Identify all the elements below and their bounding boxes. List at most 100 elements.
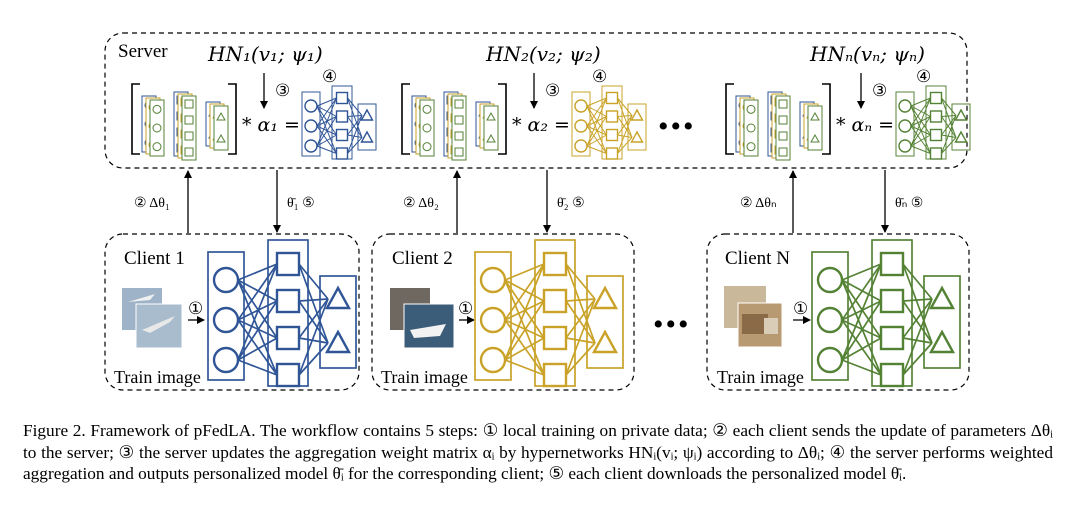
download-label-n: θ̄ₙ ⑤ xyxy=(895,196,924,211)
server-client-models-stack-1-node xyxy=(184,147,194,157)
step-4-marker-2: ④ xyxy=(592,67,608,86)
server-client-models-stack-2-layer-card xyxy=(451,95,467,161)
server-aggregated-network-n-edge xyxy=(910,145,931,154)
client-2-network-edge xyxy=(565,263,596,300)
figure-caption-text: Framework of pFedLA. The workflow contai… xyxy=(23,421,1053,483)
client-n-network-output-node xyxy=(928,329,956,354)
server-aggregated-network-n-hidden-node xyxy=(929,91,943,105)
server-aggregated-network-1-output-node xyxy=(360,108,374,121)
server-client-models-stack-1-node xyxy=(152,142,162,152)
server-aggregated-network-n-hidden-node xyxy=(929,110,943,123)
server-aggregated-network-1-edge xyxy=(347,115,363,154)
client-1-network-layer1-frame xyxy=(207,251,245,381)
client-2-network-hidden-node xyxy=(542,251,568,277)
hypernetwork-1-label: HN₁(v₁; ψ₁) xyxy=(208,42,323,66)
server-aggregated-network-1-edge xyxy=(347,137,363,154)
client-n-network-edge xyxy=(902,298,933,302)
client-n-network-hidden-node xyxy=(879,288,905,314)
client-1-network-edge xyxy=(298,298,329,302)
server-client-models-stack-1-bracket-left xyxy=(131,83,140,155)
server-aggregated-network-1-input-node xyxy=(304,99,318,113)
client-n-network-hidden-node xyxy=(879,251,905,277)
step-1-marker-1: ① xyxy=(188,299,204,318)
step-3-marker-2: ③ xyxy=(545,81,561,100)
client-2-train-image-label: Train image xyxy=(381,367,468,387)
client-1-network-hidden-node xyxy=(275,362,301,388)
client-n-network-edge xyxy=(841,300,882,361)
server-client-models-stack-n-node xyxy=(746,142,756,152)
client-1-network-edge xyxy=(237,300,278,361)
server-aggregated-network-2-edge xyxy=(617,97,633,116)
client-2-network-layer1-frame xyxy=(474,251,512,381)
client-2-network-edge xyxy=(504,279,545,376)
server-client-models-stack-2-layer-card xyxy=(483,105,499,151)
client-n-network-edge xyxy=(841,319,882,376)
step-3-marker-1: ③ xyxy=(275,81,291,100)
server-client-models-stack-2-bracket-left xyxy=(401,83,410,155)
client-n-network-hidden-node xyxy=(879,362,905,388)
server-aggregated-network-2-edge xyxy=(617,115,633,154)
server-client-models-stack-1-node xyxy=(184,131,194,141)
server-aggregated-network-n-edge xyxy=(941,137,957,154)
upload-label-1: ② Δθ₁ xyxy=(134,196,170,211)
server-client-models-stack-n xyxy=(725,83,831,161)
client-1-network-edge xyxy=(237,263,278,321)
client-n-network-edge xyxy=(902,263,933,300)
server-aggregated-network-2-output-node xyxy=(630,130,644,143)
server-aggregated-network-1-edge xyxy=(347,115,363,117)
server-aggregated-network-1-edge xyxy=(316,105,337,136)
server-aggregated-network-n-edge xyxy=(941,115,957,136)
server-aggregated-network-n xyxy=(895,85,971,160)
server-aggregated-network-2-input-node xyxy=(574,139,588,153)
client-n-network-edge xyxy=(841,263,882,281)
server-client-models-stack-2-node xyxy=(486,133,496,143)
server-aggregated-network-n-edge xyxy=(941,115,957,117)
client-1-network-hidden-node xyxy=(275,251,301,277)
server-aggregated-network-1 xyxy=(301,85,377,160)
server-aggregated-network-1-edge xyxy=(347,134,363,138)
server-aggregated-network-1-edge xyxy=(347,97,363,116)
server-aggregated-network-1-edge xyxy=(316,125,337,154)
client-n-network-edge xyxy=(841,279,882,376)
client-n-network-edge xyxy=(902,300,933,344)
server-aggregated-network-2-edge xyxy=(586,105,607,136)
client-2-network-edge xyxy=(565,298,596,302)
server-client-models-stack-n-node xyxy=(778,147,788,157)
hypernetwork-n-label: HNₙ(vₙ; ψₙ) xyxy=(810,42,925,66)
server-aggregated-network-n-output-node xyxy=(954,108,968,121)
client-n-network xyxy=(811,239,961,388)
client-n-network-output-node xyxy=(928,285,956,310)
download-label-2: θ̄₂ ⑤ xyxy=(557,196,585,211)
server-aggregated-network-2-edge xyxy=(586,105,607,154)
client-1-network-edge xyxy=(237,263,278,281)
client-2-network-edge xyxy=(565,298,596,339)
server-aggregated-network-n-edge xyxy=(910,97,931,107)
server-aggregated-network-2-hidden-node xyxy=(605,91,619,105)
server-aggregated-network-2 xyxy=(571,85,647,160)
client-1-network-input-node xyxy=(212,346,240,374)
server-client-models-stack-2-node xyxy=(454,99,464,109)
figure-caption-label: Figure 2. xyxy=(23,421,86,440)
server-aggregated-network-1-edge xyxy=(316,134,337,147)
server-aggregated-network-1-input-node xyxy=(304,119,318,133)
client-1-train-image-label: Train image xyxy=(114,367,201,387)
server-aggregated-network-n-edge xyxy=(941,97,957,138)
client-box-n xyxy=(706,233,970,391)
server-aggregated-network-2-input-node xyxy=(574,99,588,113)
client-1-network-edge xyxy=(237,279,278,302)
server-client-models-stack-2-bracket-right xyxy=(498,83,507,155)
client-1-network-edge xyxy=(237,263,278,361)
client-2-network-hidden-node xyxy=(542,325,568,351)
client-n-network-edge xyxy=(902,342,933,376)
server-aggregated-network-1-hidden-node xyxy=(335,128,349,142)
download-label-1: θ̄₁ ⑤ xyxy=(287,196,315,211)
server-aggregated-network-n-edge xyxy=(941,116,957,138)
server-aggregated-network-n-edge xyxy=(910,105,931,136)
server-aggregated-network-2-edge xyxy=(617,134,633,138)
aggregation-op-1: * α₁ = xyxy=(242,114,300,136)
client-2-title: Client 2 xyxy=(392,248,453,269)
client-2-network-edge xyxy=(504,300,545,361)
server-client-models-stack-1-node xyxy=(184,99,194,109)
client-n-network-edge xyxy=(902,337,933,344)
server-client-models-stack-n-layer-card xyxy=(775,95,791,161)
